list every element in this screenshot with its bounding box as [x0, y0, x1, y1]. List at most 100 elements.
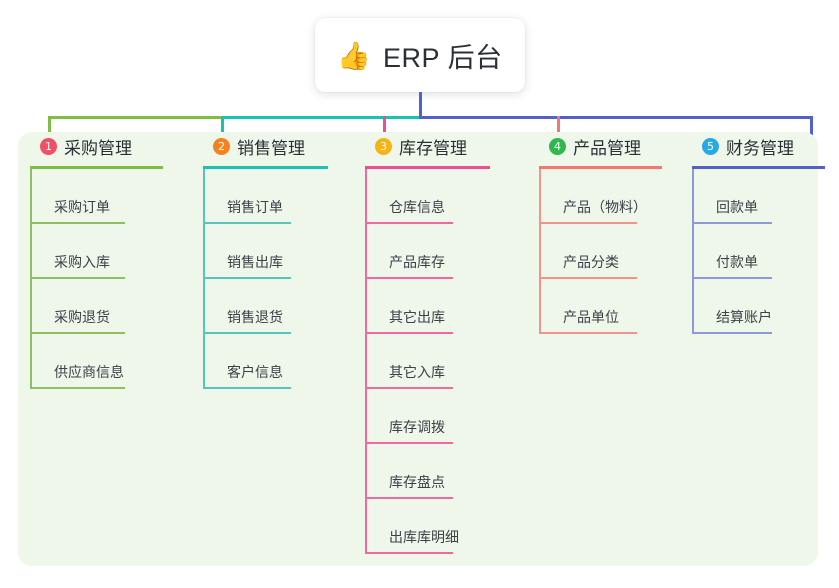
list-item[interactable]: 回款单 — [692, 169, 825, 224]
item-spine — [365, 169, 367, 554]
list-item-underline — [365, 442, 453, 444]
list-item[interactable]: 产品单位 — [539, 279, 662, 334]
list-item-underline — [30, 332, 125, 334]
list-item[interactable]: 销售出库 — [203, 224, 328, 279]
list-item-underline — [203, 387, 291, 389]
category-number-badge: 5 — [702, 137, 719, 155]
list-item-underline — [365, 222, 453, 224]
list-item[interactable]: 销售退货 — [203, 279, 328, 334]
list-item-underline — [365, 497, 453, 499]
category-number-badge: 3 — [375, 137, 392, 155]
category-header-4[interactable]: 4 产品管理 — [539, 132, 662, 160]
root-stem — [419, 92, 422, 119]
list-item-label: 采购退货 — [54, 309, 110, 325]
list-item-label: 产品（物料） — [563, 199, 647, 215]
list-item-underline — [30, 387, 125, 389]
list-item-underline — [692, 332, 772, 334]
category-title: 采购管理 — [64, 138, 132, 158]
list-item-label: 结算账户 — [716, 309, 772, 325]
root-node-card[interactable]: 👍 ERP 后台 — [315, 18, 525, 92]
categories-panel: 1 采购管理采购订单采购入库采购退货供应商信息 2 销售管理销售订单销售出库销售退货客… — [18, 132, 825, 566]
list-item-label: 出库库明细 — [389, 529, 459, 545]
category-title: 产品管理 — [573, 138, 641, 158]
category-column-1: 1 采购管理采购订单采购入库采购退货供应商信息 — [30, 132, 163, 389]
list-item-label: 产品分类 — [563, 254, 619, 270]
list-item[interactable]: 产品（物料） — [539, 169, 662, 224]
list-item-label: 仓库信息 — [389, 199, 445, 215]
list-item-underline — [539, 277, 637, 279]
list-item-label: 库存盘点 — [389, 474, 445, 490]
list-item-label: 付款单 — [716, 254, 758, 270]
category-item-list: 回款单付款单结算账户 — [692, 169, 825, 334]
category-column-2: 2 销售管理销售订单销售出库销售退货客户信息 — [203, 132, 328, 389]
item-spine — [692, 169, 694, 334]
list-item-label: 销售退货 — [227, 309, 283, 325]
bus-left — [48, 116, 224, 119]
category-number-badge: 2 — [213, 137, 230, 155]
list-item[interactable]: 仓库信息 — [365, 169, 490, 224]
list-item-label: 其它入库 — [389, 364, 445, 380]
list-item-underline — [365, 387, 453, 389]
list-item[interactable]: 出库库明细 — [365, 499, 490, 554]
category-underline — [30, 166, 163, 169]
category-number-badge: 4 — [549, 137, 566, 155]
category-underline — [539, 166, 662, 169]
list-item-underline — [365, 277, 453, 279]
root-node-content: 👍 ERP 后台 — [337, 36, 502, 75]
list-item[interactable]: 付款单 — [692, 224, 825, 279]
list-item-label: 库存调拨 — [389, 419, 445, 435]
category-item-list: 采购订单采购入库采购退货供应商信息 — [30, 169, 163, 389]
list-item-underline — [539, 332, 637, 334]
list-item[interactable]: 其它出库 — [365, 279, 490, 334]
category-header-2[interactable]: 2 销售管理 — [203, 132, 328, 160]
list-item[interactable]: 库存盘点 — [365, 444, 490, 499]
category-underline — [203, 166, 328, 169]
list-item-underline — [692, 222, 772, 224]
list-item[interactable]: 采购入库 — [30, 224, 163, 279]
list-item-underline — [203, 222, 291, 224]
list-item[interactable]: 客户信息 — [203, 334, 328, 389]
root-node-title: ERP 后台 — [383, 42, 503, 73]
list-item-label: 客户信息 — [227, 364, 283, 380]
list-item-label: 产品单位 — [563, 309, 619, 325]
list-item[interactable]: 产品分类 — [539, 224, 662, 279]
list-item[interactable]: 采购订单 — [30, 169, 163, 224]
category-header-5[interactable]: 5 财务管理 — [692, 132, 825, 160]
category-header-3[interactable]: 3 库存管理 — [365, 132, 490, 160]
list-item-underline — [30, 222, 125, 224]
category-item-list: 产品（物料） 产品分类产品单位 — [539, 169, 662, 334]
list-item-label: 销售订单 — [227, 199, 283, 215]
category-underline — [365, 166, 490, 169]
category-item-list: 销售订单销售出库销售退货客户信息 — [203, 169, 328, 389]
list-item-underline — [365, 552, 453, 554]
list-item[interactable]: 供应商信息 — [30, 334, 163, 389]
thumbs-up-icon: 👍 — [337, 40, 372, 71]
list-item[interactable]: 其它入库 — [365, 334, 490, 389]
category-column-3: 3 库存管理仓库信息产品库存其它出库其它入库库存调拨库存盘点出库库明细 — [365, 132, 490, 554]
list-item-underline — [365, 332, 453, 334]
category-number-badge: 1 — [40, 137, 57, 155]
list-item-underline — [203, 332, 291, 334]
list-item[interactable]: 销售订单 — [203, 169, 328, 224]
list-item-label: 采购订单 — [54, 199, 110, 215]
category-title: 销售管理 — [237, 138, 305, 158]
list-item-underline — [692, 277, 772, 279]
list-item-label: 产品库存 — [389, 254, 445, 270]
list-item-underline — [539, 222, 637, 224]
list-item-underline — [30, 277, 125, 279]
list-item[interactable]: 产品库存 — [365, 224, 490, 279]
category-column-4: 4 产品管理产品（物料） 产品分类产品单位 — [539, 132, 662, 334]
list-item-label: 回款单 — [716, 199, 758, 215]
list-item-label: 其它出库 — [389, 309, 445, 325]
category-title: 财务管理 — [726, 138, 794, 158]
category-item-list: 仓库信息产品库存其它出库其它入库库存调拨库存盘点出库库明细 — [365, 169, 490, 554]
list-item[interactable]: 结算账户 — [692, 279, 825, 334]
list-item-label: 供应商信息 — [54, 364, 124, 380]
category-header-1[interactable]: 1 采购管理 — [30, 132, 163, 160]
list-item-label: 采购入库 — [54, 254, 110, 270]
list-item[interactable]: 库存调拨 — [365, 389, 490, 444]
item-spine — [539, 169, 541, 334]
list-item[interactable]: 采购退货 — [30, 279, 163, 334]
bus-right — [419, 116, 813, 119]
category-title: 库存管理 — [399, 138, 467, 158]
